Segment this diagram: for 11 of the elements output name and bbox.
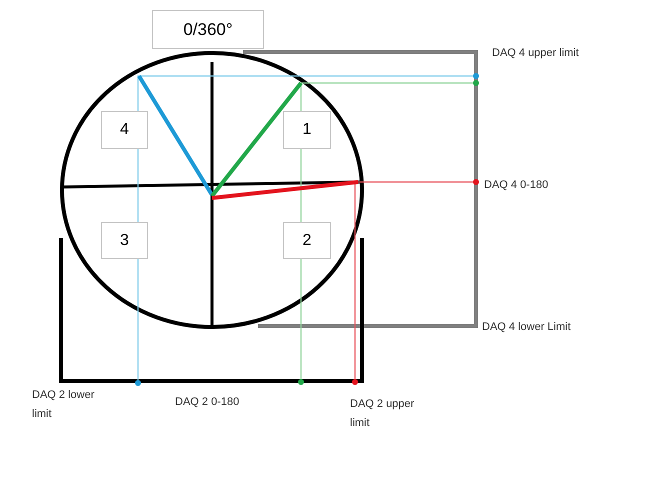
daq-label: DAQ 2 upper limit bbox=[350, 397, 416, 431]
quadrant-box: 2 bbox=[283, 222, 331, 259]
daq-label: DAQ 4 lower Limit bbox=[482, 320, 572, 335]
quadrant-box: 0/360° bbox=[152, 10, 264, 49]
quadrant-box: 1 bbox=[283, 111, 331, 149]
daq-label: DAQ 4 0-180 bbox=[484, 178, 550, 193]
quadrant-box: 3 bbox=[101, 222, 148, 259]
quadrant-box: 4 bbox=[101, 111, 148, 149]
daq-label: DAQ 2 0-180 bbox=[175, 395, 240, 410]
daq-label: DAQ 2 lower limit bbox=[32, 388, 96, 422]
daq-label: DAQ 4 upper limit bbox=[492, 46, 580, 61]
